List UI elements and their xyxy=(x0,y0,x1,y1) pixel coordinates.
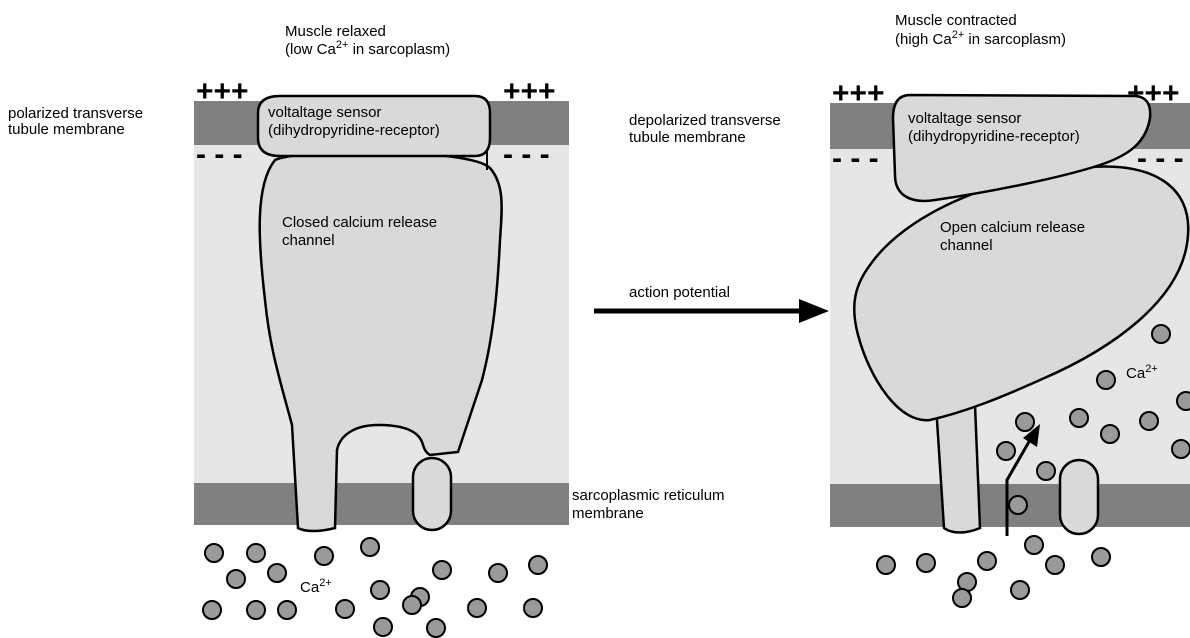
sr-label-line2: membrane xyxy=(572,505,644,522)
right-plus-signs-left: +++ xyxy=(832,77,885,110)
ca-ion xyxy=(371,581,389,599)
left-plus-signs-left: +++ xyxy=(196,75,249,108)
ca-ion xyxy=(1152,325,1170,343)
ca-ion xyxy=(1037,462,1055,480)
left-minus-signs-left: - - - xyxy=(196,138,243,171)
ca-ion xyxy=(1046,556,1064,574)
ca-ion xyxy=(433,561,451,579)
ca-ion xyxy=(247,544,265,562)
sr-label-line1: sarcoplasmic reticulum xyxy=(572,487,725,504)
ca-ion xyxy=(1011,581,1029,599)
ca-ion xyxy=(403,596,421,614)
left-sr-membrane xyxy=(194,483,569,525)
ca-ion xyxy=(468,599,486,617)
left-sensor-label-line1: voltaltage sensor xyxy=(268,104,381,121)
right-sr-channel-stem xyxy=(936,405,980,533)
ca-ion xyxy=(227,570,245,588)
ca-ion xyxy=(336,600,354,618)
ca-ion xyxy=(205,544,223,562)
right-channel-label-line1: Open calcium release xyxy=(940,219,1085,236)
ca-ion xyxy=(1172,440,1190,458)
ca-ion xyxy=(268,564,286,582)
ca-ion xyxy=(1009,496,1027,514)
right-sensor-label-line2: (dihydropyridine-receptor) xyxy=(908,128,1080,145)
ca-ion xyxy=(489,564,507,582)
ca-ion xyxy=(997,442,1015,460)
ca-ion xyxy=(278,601,296,619)
right-channel-label-line2: channel xyxy=(940,237,993,254)
ca-ion xyxy=(877,556,895,574)
left-ca-label: Ca2+ xyxy=(300,577,332,596)
ca-ion xyxy=(953,589,971,607)
ca-ion xyxy=(524,599,542,617)
ca-ion xyxy=(917,554,935,572)
ca-ion xyxy=(1025,536,1043,554)
ca-ion xyxy=(1070,409,1088,427)
left-sr-pore-plug xyxy=(413,458,451,530)
ca-ion xyxy=(1016,413,1034,431)
left-channel-label-line1: Closed calcium release xyxy=(282,214,437,231)
right-tubule-label-line1: depolarized transverse xyxy=(629,112,781,129)
left-tubule-label-line2: tubule membrane xyxy=(8,121,125,138)
right-title-line1: Muscle contracted xyxy=(895,12,1017,29)
ca-ion xyxy=(1177,392,1190,410)
left-channel-label-line2: channel xyxy=(282,232,335,249)
right-minus-signs-left: - - - xyxy=(832,142,879,175)
left-plus-signs-right: +++ xyxy=(503,75,556,108)
ca-ion xyxy=(427,619,445,637)
left-sensor-label-line2: (dihydropyridine-receptor) xyxy=(268,122,440,139)
ca-ion xyxy=(529,556,547,574)
right-minus-signs-right: - - - xyxy=(1137,142,1184,175)
right-sensor-label-line1: voltaltage sensor xyxy=(908,110,1021,127)
left-panel: Muscle relaxed (low Ca2+ in sarcoplasm) … xyxy=(8,23,569,637)
left-minus-signs-right: - - - xyxy=(503,138,550,171)
ca-ion xyxy=(361,538,379,556)
action-potential-arrow-head-icon xyxy=(799,299,829,323)
ca-ion xyxy=(1092,548,1110,566)
right-title-line2: (high Ca2+ in sarcoplasm) xyxy=(895,29,1066,48)
right-tubule-label-line2: tubule membrane xyxy=(629,129,746,146)
middle-annotations: action potential sarcoplasmic reticulum … xyxy=(572,284,829,522)
ca-ion xyxy=(374,618,392,636)
ca-ion xyxy=(1140,412,1158,430)
ca-ion xyxy=(315,547,333,565)
left-title-line2: (low Ca2+ in sarcoplasm) xyxy=(285,39,450,58)
ca-ion xyxy=(978,552,996,570)
right-sr-pore-plug xyxy=(1060,460,1098,534)
left-title-line1: Muscle relaxed xyxy=(285,23,386,40)
ca-ion xyxy=(203,601,221,619)
action-potential-label: action potential xyxy=(629,284,730,301)
ca-ion xyxy=(1097,371,1115,389)
left-tubule-label-line1: polarized transverse xyxy=(8,105,143,122)
left-calcium-ions xyxy=(203,538,547,637)
ca-ion xyxy=(247,601,265,619)
ca-ion xyxy=(1101,425,1119,443)
